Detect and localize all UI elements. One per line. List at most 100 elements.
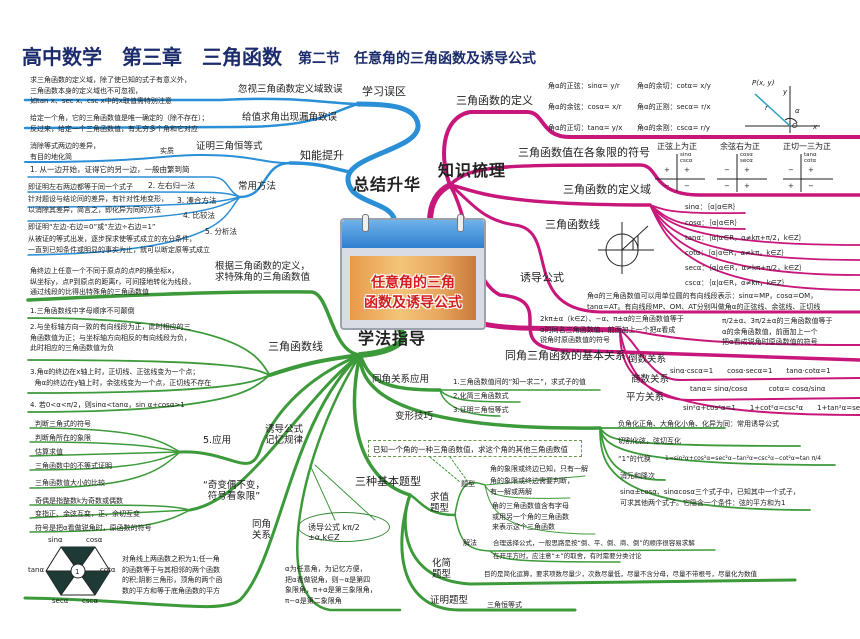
node-basic-types[interactable]: 三种基本题型 [355, 475, 421, 488]
sign-q1: + [684, 166, 690, 174]
unit-circle-diagram [598, 222, 654, 274]
note-induction-2: π/2±α、3π/2±α的三角函数值等于 α的余角函数值，前面加上一个 把α看成… [722, 317, 833, 346]
formula-reciprocal: sinα·cscα=1 cosα·secα=1 tanα·cotα=1 [670, 367, 831, 375]
central-title-line2: 函数及诱导公式 [364, 295, 462, 311]
node-definition[interactable]: 三角函数的定义 [456, 94, 533, 107]
node-induction[interactable]: 诱导公式 [520, 271, 564, 284]
note-mistake-domain: 求三角函数的定义域，除了使已知的式子有意义外， 三角函数本身的定义域也不可忽视，… [30, 76, 191, 105]
simplify-note: 目的是简化运算，要求项数尽量少，次数尽量低，尽量不含分母，尽量不带根号，尽量化为… [484, 570, 757, 578]
hexagon-csc: cscα [82, 597, 98, 605]
value-type-item: 角的象限或终边已知，只有一解 [490, 465, 588, 473]
formula-cot: 角α的余切：cotα= x/y [637, 82, 711, 90]
dashed-note-box: 已知一个角的一种三角函数值，求这个角的其他三角函数值 [368, 440, 582, 457]
node-odd-even-rule[interactable]: “奇变偶不变， 符号看象限” [203, 480, 265, 502]
node-application[interactable]: 5.应用 [203, 435, 232, 446]
trig-line-tip-1: 1.三角函数线中字母顺序不可颠倒 [30, 307, 135, 315]
sign-q3: + [788, 182, 794, 190]
sign-q2: − [724, 166, 730, 174]
node-reciprocal[interactable]: 倒数关系 [628, 354, 667, 365]
node-trig-lines-method[interactable]: 三角函数线 [268, 340, 323, 353]
trig-line-tip-4: 4. 若0<α<π/2，则sinα<tanα，sin α+cosα>1 [30, 401, 185, 409]
page-title: 高中数学 第三章 三角函数 [22, 45, 282, 69]
quadrant-fn-tan: tanα cotα [804, 152, 817, 165]
node-memory-rule[interactable]: 诱导公式 记忆规律 [265, 424, 304, 446]
note-induction-1: 2kπ±α（k∈Z）、−α、π±α的三角函数值等于 α的同名三角函数值，前面加上… [540, 315, 684, 344]
label-point-p: P(x, y) [752, 79, 775, 87]
sign-q4: − [808, 182, 814, 190]
hexagon-sin: sinα [48, 536, 63, 544]
quadrant-fn-sin: sinα cscα [680, 152, 693, 165]
note-essence: 消除等式两边的差异， 有目的地化简 [30, 142, 100, 161]
trig-line-tip-3: 3.角α的终边在x轴上时，正切线、正弦线变为一个点； 角α的终边在y轴上时，余弦… [30, 368, 212, 387]
node-basic-relations[interactable]: 同角三角函数的基本关系 [505, 349, 626, 362]
label-essence: 实质 [160, 147, 174, 155]
label-y: y [783, 88, 788, 96]
node-mistakes[interactable]: 学习误区 [362, 85, 406, 98]
node-proof-type[interactable]: 证明题型 [430, 595, 469, 606]
technique-item: 消元和降次 [620, 472, 655, 480]
apply-item: 判断角所在的象限 [35, 434, 91, 442]
node-same-angle[interactable]: 同角 关系 [252, 519, 272, 541]
proof-note: 三角恒等式 [487, 601, 522, 609]
formula-sec: 角α的正割：secα= r/x [637, 103, 711, 111]
formula-sin: 角α的正弦：sinα= y/r [548, 82, 620, 90]
rule-item: 符号是把α看做锐角时，原函数的符号 [35, 524, 152, 532]
method-5-note: 从被证的等式出发，逐步探求使等式成立的充分条件， 一直到已知条件或明显的事实为止… [28, 235, 210, 254]
node-mistake-angle[interactable]: 给值求角出现漏角致误 [242, 112, 338, 123]
node-quadrant-signs[interactable]: 三角函数值在各象限的符号 [518, 146, 650, 159]
sign-q3: − [724, 182, 730, 190]
domain-sec: secα：｛α|α∈R，α≠kπ+π/2，k∈Z｝ [685, 264, 807, 272]
formula-one-substitution: 1=sin²α+cos²α=sec²α−tan²α=csc²α−cot²α=ta… [665, 455, 822, 462]
application-item: 3.证明三角恒等式 [453, 406, 509, 414]
label-type: 题型 [461, 480, 475, 488]
node-value-type[interactable]: 求值 题型 [430, 492, 450, 514]
method-3: 3. 凑合方法 [177, 196, 217, 205]
sign-q3: − [664, 182, 670, 190]
formula-csc: 角α的余割：cscα= r/y [637, 124, 711, 132]
hexagon-sec: secα [52, 597, 69, 605]
method-5: 5. 分析法 [205, 227, 238, 236]
sign-q4: − [684, 182, 690, 190]
node-trig-lines[interactable]: 三角函数线 [545, 218, 600, 231]
green-branches [23, 290, 836, 612]
node-prove-identity[interactable]: 证明三角恒等式 [196, 141, 263, 152]
page-subtitle: 第二节 任意角的三角函数及诱导公式 [298, 51, 536, 67]
formula-quotient: tanα= sinα/cosα cotα= cosα/sinα [690, 385, 826, 393]
topic-method[interactable]: 学法指导 [358, 329, 427, 348]
node-techniques[interactable]: 变形技巧 [395, 411, 434, 422]
calendar-ring-icon [457, 214, 464, 232]
domain-sin: sinα：｛α|α∈R｝ [685, 203, 740, 211]
node-domain[interactable]: 三角函数的定义域 [563, 183, 651, 196]
label-origin: O [792, 122, 798, 130]
formula-square: sin²α+cos²α=1 1+cot²α=csc²α 1+tan²α=sec²… [683, 404, 860, 412]
bookshelf-image: 任意角的三角 函数及诱导公式 [350, 256, 476, 320]
sign-q1: + [808, 166, 814, 174]
node-common-methods[interactable]: 常用方法 [238, 181, 277, 192]
node-simplify-type[interactable]: 化简 题型 [432, 558, 452, 580]
note-trig-lines: 角α的三角函数值可以用单位圆的有向线段表示：sinα=MP，cosα=OM， t… [587, 292, 821, 311]
node-ability[interactable]: 知能提升 [300, 149, 344, 162]
solution-item: 在开平方时，应注意“±”的取舍，有时需要分类讨论 [493, 552, 642, 560]
node-special-angles[interactable]: 根据三角函数的定义， 求特殊角的三角函数值 [215, 261, 311, 283]
sign-q4: + [744, 182, 750, 190]
application-item: 1.三角函数值间的“知一求二”，求式子的值 [453, 378, 586, 386]
node-mistake-domain[interactable]: 忽视三角函数定义域致误 [238, 84, 343, 95]
node-same-angle-application[interactable]: 同角关系应用 [372, 374, 430, 385]
label-solution: 解法 [463, 539, 477, 547]
quadrant-title-sin: 正弦上为正 [657, 142, 697, 151]
unit-coordinate-diagram [745, 86, 820, 133]
quadrant-title-cos: 余弦右为正 [720, 142, 760, 151]
node-square[interactable]: 平方关系 [626, 392, 665, 403]
blue-branches [23, 97, 421, 256]
calendar-ring-icon [362, 214, 369, 232]
branch-knowledge-trunk [427, 182, 453, 225]
node-quotient[interactable]: 商数关系 [631, 374, 670, 385]
formula-tan: 角α的正切：tanα= y/x [548, 124, 623, 132]
method-3-note: 针对题设与结论间的差异，有针对性地变形， 以消除其差异，简言之，即化异为同的方法 [28, 195, 168, 214]
central-topic-card[interactable]: 任意角的三角 函数及诱导公式 [340, 214, 486, 330]
magenta-branches [427, 110, 860, 416]
quadrant-title-tan: 正切一三为正 [783, 142, 831, 151]
topic-summary[interactable]: 总结升华 [353, 175, 422, 194]
topic-knowledge[interactable]: 知识梳理 [438, 161, 507, 180]
domain-cot: cotα：｛α|α∈R，α≠kπ，k∈Z｝ [685, 249, 789, 257]
